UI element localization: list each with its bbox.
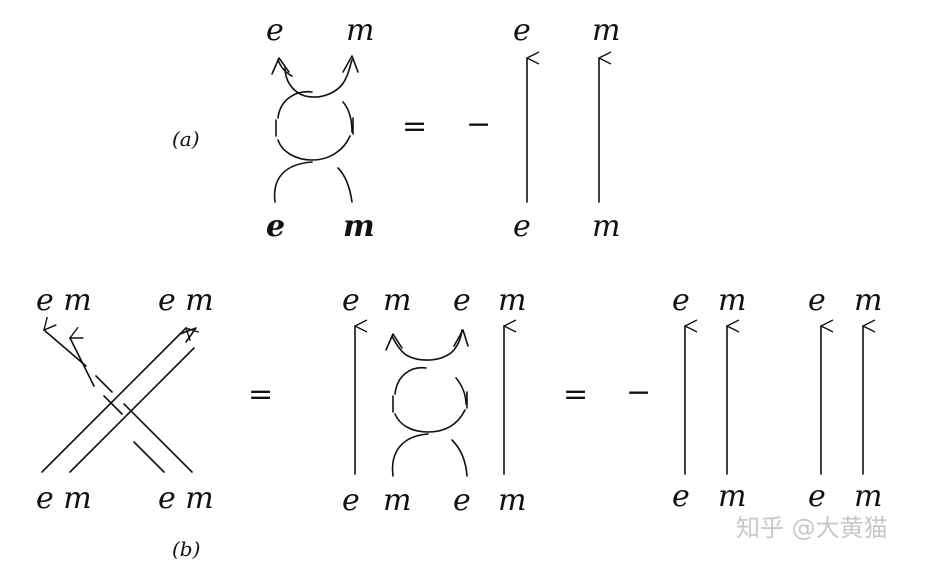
panel-a-minus: − <box>466 107 491 142</box>
braid-lower-left <box>273 161 313 203</box>
crossing-strand-2 <box>69 347 195 473</box>
crossing-strand-4-high <box>70 338 95 387</box>
arrowhead-m-icon <box>342 55 359 73</box>
crossing-strand-3-low <box>123 403 193 473</box>
right-bottom-label-4: m <box>854 479 882 514</box>
middle-arrowhead-e-icon <box>453 329 469 347</box>
panel-b-equals-1: = <box>248 377 273 412</box>
panel-b-caption: (b) <box>172 537 200 561</box>
watermark: 知乎 @大黄猫 <box>736 514 888 542</box>
right-bottom-label-3: e <box>808 479 826 514</box>
panel-b-minus: − <box>626 375 651 410</box>
braid-top-label-m: m <box>346 13 374 48</box>
middle-lower-right <box>451 439 468 477</box>
middle-upper-strand <box>407 329 463 361</box>
strand-bottom-label-e: e <box>513 209 531 244</box>
middle-top-label-1: e <box>342 283 360 318</box>
right-top-label-3: e <box>808 283 826 318</box>
middle-bottom-label-1: e <box>342 483 360 518</box>
braid-lower-right <box>337 167 353 203</box>
panel-b-equals-2: = <box>563 377 588 412</box>
braid-bottom-label-m: m <box>343 209 375 244</box>
crossing-strands <box>41 327 197 473</box>
middle-lower-left <box>391 433 429 477</box>
strand-top-label-e: e <box>513 13 531 48</box>
panel-a: (a) e m e m = − e m e m <box>172 13 620 244</box>
right-bottom-label-1: e <box>672 479 690 514</box>
middle-braid-knot <box>385 329 469 477</box>
middle-bottom-label-3: e <box>453 483 471 518</box>
middle-arrowhead-m-icon <box>385 333 403 351</box>
braid-top-label-e: e <box>266 13 284 48</box>
right-top-label-2: m <box>718 283 746 318</box>
middle-top-label-3: e <box>453 283 471 318</box>
strand-top-label-m: m <box>592 13 620 48</box>
crossing-strand-1 <box>41 328 186 473</box>
crossing-strand-3-high <box>44 330 87 367</box>
panel-a-caption: (a) <box>172 127 200 151</box>
right-top-label-4: m <box>854 283 882 318</box>
crossing-strand-4-mid <box>103 395 123 415</box>
middle-top-label-4: m <box>498 283 526 318</box>
middle-bottom-label-4: m <box>498 483 526 518</box>
braid-upper-strand <box>284 59 353 98</box>
crossing-strand-3-mid <box>95 375 113 393</box>
braid-loop-left-upper <box>277 91 313 119</box>
right-bottom-label-2: m <box>718 479 746 514</box>
middle-bottom-label-2: m <box>383 483 411 518</box>
middle-loop-lower <box>394 409 466 433</box>
braid-left-hook <box>277 59 293 77</box>
middle-left-hook <box>391 335 409 357</box>
braid-loop-right-upper <box>342 101 353 133</box>
crossing-strand-4-low <box>133 441 165 473</box>
panel-a-equals: = <box>402 109 427 144</box>
braid-loop-lower <box>277 135 351 161</box>
braid-knot <box>271 55 359 203</box>
panel-b: e m e m e m e m = e m e m <box>36 283 882 561</box>
middle-top-label-2: m <box>383 283 411 318</box>
crossing-bottom-right-label: e m <box>158 481 214 516</box>
braid-bottom-label-e: e <box>266 209 285 244</box>
right-top-label-1: e <box>672 283 690 318</box>
middle-loop-right-upper <box>455 377 467 405</box>
crossing-bottom-left-label: e m <box>36 481 92 516</box>
strand-bottom-label-m: m <box>592 209 620 244</box>
crossing-arrowhead-2-icon <box>179 327 197 343</box>
crossing-top-right-label: e m <box>158 283 214 318</box>
arrowhead-e-icon <box>271 57 290 75</box>
crossing-top-left-label: e m <box>36 283 92 318</box>
middle-loop-left-upper <box>394 367 427 395</box>
